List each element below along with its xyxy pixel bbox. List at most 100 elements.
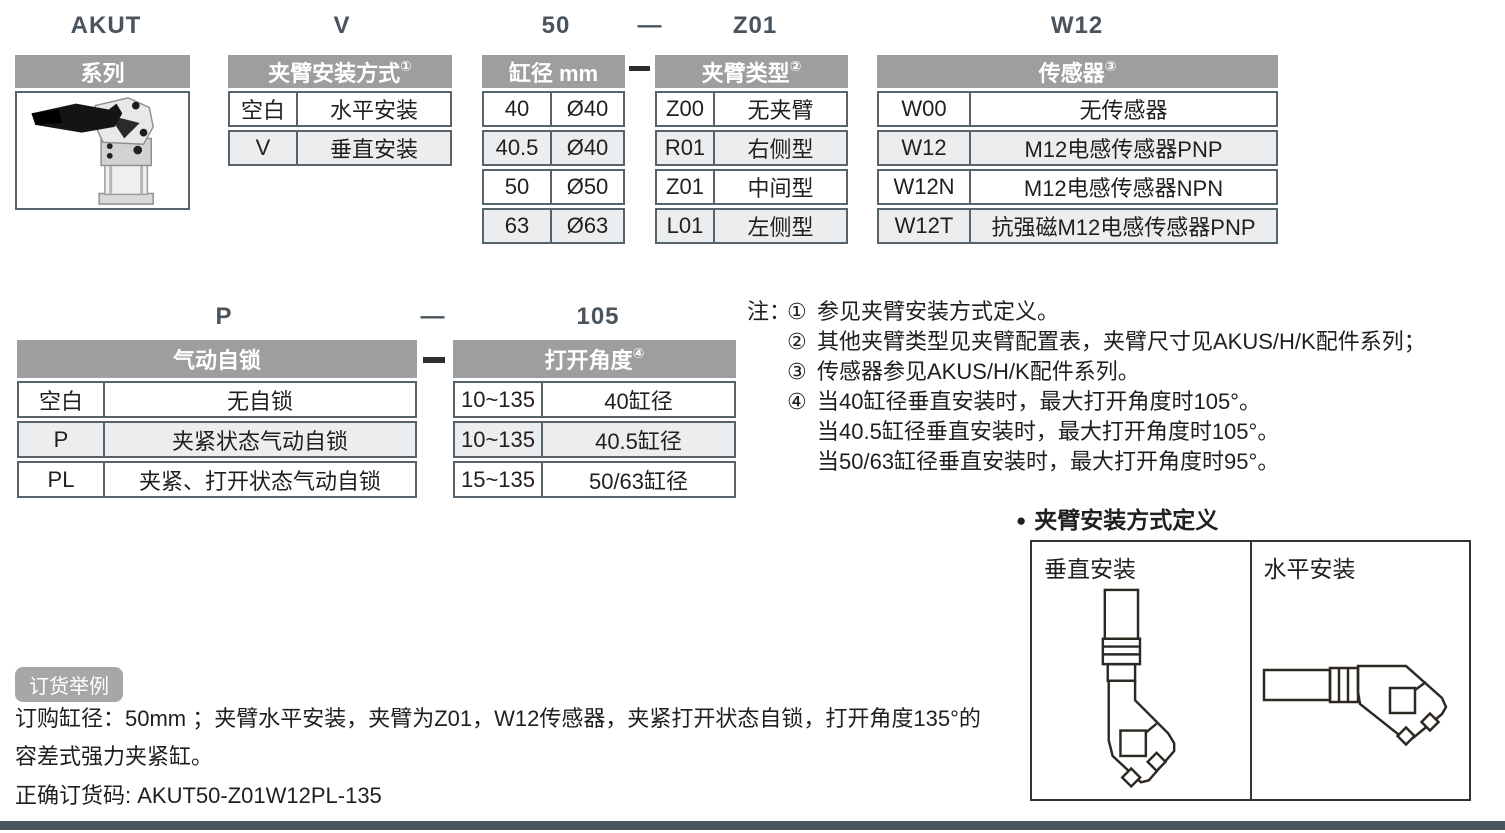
arm-mount-header-sup: ① <box>400 57 412 74</box>
cell-code: PL <box>19 463 105 496</box>
horizontal-mount-cell: 水平安装 <box>1249 542 1470 799</box>
ordering-example-badge: 订货举例 <box>15 667 123 702</box>
code-series: AKUT <box>70 12 142 39</box>
cell-desc: 夹紧、打开状态气动自锁 <box>138 468 381 494</box>
series-product-image-box <box>15 91 190 210</box>
vertical-mount-label: 垂直安装 <box>1044 556 1136 582</box>
cell-desc: 右侧型 <box>747 137 814 162</box>
horizontal-mount-diagram <box>1262 664 1447 747</box>
table-row: 63 Ø63 <box>482 208 625 244</box>
table-row: 空白 无自锁 <box>17 381 417 418</box>
cell-code: W12N <box>879 171 971 203</box>
table-row: W00 无传感器 <box>877 91 1278 127</box>
cell-code: 10~135 <box>455 423 543 456</box>
cell-code: Z00 <box>657 93 715 125</box>
arm-type-header-label: 夹臂类型 <box>701 60 790 86</box>
note-marker: ① <box>787 299 807 324</box>
note-text: 当50/63缸径垂直安装时，最大打开角度时95°。 <box>817 449 1280 474</box>
cell-code: P <box>19 423 105 456</box>
table-row: 40 Ø40 <box>482 91 625 127</box>
cell-code: Z01 <box>657 171 715 203</box>
cell-code: 40 <box>484 93 552 125</box>
clamp-cylinder-photo <box>31 97 154 205</box>
cell-code: V <box>230 132 298 164</box>
ordering-example-line-1: 订购缸径：50mm ；夹臂水平安装，夹臂为Z01，W12传感器，夹紧打开状态自锁… <box>15 706 981 731</box>
bore-table: 缸径 mm 40 Ø40 40.5 Ø40 50 Ø50 63 Ø63 <box>482 55 625 244</box>
table-row: Z01 中间型 <box>655 169 848 205</box>
cell-desc: M12电感传感器PNP <box>1024 137 1223 162</box>
cell-code: W12 <box>879 132 971 164</box>
mount-definition-box: 垂直安装 水平安装 <box>1030 540 1471 801</box>
cell-code: 10~135 <box>455 383 543 416</box>
code-arm-type: Z01 <box>732 12 778 39</box>
note-text: 当40缸径垂直安装时，最大打开角度时105°。 <box>817 389 1261 414</box>
notes-block: 注： ① 参见夹臂安装方式定义。 ② 其他夹臂类型见夹臂配置表，夹臂尺寸见AKU… <box>747 297 1505 477</box>
table-row: 50 Ø50 <box>482 169 625 205</box>
table-row: W12N M12电感传感器NPN <box>877 169 1278 205</box>
note-line: ③ 传感器参见AKUS/H/K配件系列。 <box>747 357 1505 387</box>
angle-header-label: 打开角度 <box>544 348 633 373</box>
order-code-label: 正确订货码: <box>15 783 138 808</box>
code-dash-2: — <box>420 303 446 330</box>
code-mount: V <box>333 12 351 39</box>
bottom-divider-bar <box>0 821 1505 830</box>
cell-code: W12T <box>879 210 971 242</box>
note-line: 当40.5缸径垂直安装时，最大打开角度时105°。 <box>747 417 1505 447</box>
note-marker: ④ <box>787 389 807 414</box>
sensor-header-label: 传感器 <box>1038 60 1105 86</box>
code-dash: — <box>637 12 663 39</box>
cell-desc: 40.5缸径 <box>595 428 682 454</box>
series-table: 系列 <box>15 55 190 210</box>
table-row: 15~135 50/63缸径 <box>453 461 736 498</box>
cell-desc: 40缸径 <box>604 388 673 414</box>
sensor-header-sup: ③ <box>1104 57 1117 74</box>
cell-desc: 无夹臂 <box>747 98 814 123</box>
bore-table-header: 缸径 mm <box>482 55 625 88</box>
note-line: 注： ① 参见夹臂安装方式定义。 <box>747 297 1505 327</box>
selflock-table-header: 气动自锁 <box>17 340 417 378</box>
note-line: ② 其他夹臂类型见夹臂配置表，夹臂尺寸见AKUS/H/K配件系列； <box>747 327 1505 357</box>
ordering-example-line-2: 容差式强力夹紧缸。 <box>15 744 214 769</box>
cell-desc: 左侧型 <box>747 215 814 240</box>
cell-desc: 抗强磁M12电感传感器PNP <box>991 215 1256 240</box>
cell-desc: Ø40 <box>566 96 609 121</box>
cell-code: 空白 <box>230 93 298 125</box>
table-row: Z00 无夹臂 <box>655 91 848 127</box>
code-selflock: P <box>215 303 233 330</box>
table-connector-dash <box>629 66 650 71</box>
cell-desc: Ø63 <box>566 213 609 238</box>
selflock-table: 气动自锁 空白 无自锁 P 夹紧状态气动自锁 PL 夹紧、打开状态气动自锁 <box>17 340 417 498</box>
cell-code: 50 <box>484 171 552 203</box>
cell-desc: 无传感器 <box>1079 98 1168 123</box>
cell-desc: 垂直安装 <box>329 137 418 162</box>
cell-code: 40.5 <box>484 132 552 164</box>
table-connector-dash <box>423 357 445 363</box>
note-text: 其他夹臂类型见夹臂配置表，夹臂尺寸见AKUS/H/K配件系列； <box>817 329 1426 354</box>
cell-desc: Ø50 <box>566 174 609 199</box>
cell-desc: 50/63缸径 <box>588 468 689 494</box>
angle-header-sup: ④ <box>632 345 645 361</box>
cell-code: 63 <box>484 210 552 242</box>
table-row: P 夹紧状态气动自锁 <box>17 421 417 458</box>
vertical-mount-diagram <box>1101 588 1176 789</box>
mount-definition-title: ●夹臂安装方式定义 <box>1016 501 1218 535</box>
note-line: 当50/63缸径垂直安装时，最大打开角度时95°。 <box>747 447 1505 477</box>
series-table-header: 系列 <box>15 55 190 88</box>
mount-definition-title-text: 夹臂安装方式定义 <box>1034 507 1219 533</box>
table-row: 40.5 Ø40 <box>482 130 625 166</box>
cell-desc: Ø40 <box>566 135 609 160</box>
table-row: 空白 水平安装 <box>228 91 452 127</box>
vertical-mount-cell: 垂直安装 <box>1032 542 1250 799</box>
note-marker: ③ <box>787 359 807 384</box>
cell-code: W00 <box>879 93 971 125</box>
table-row: W12T 抗强磁M12电感传感器PNP <box>877 208 1278 244</box>
table-row: L01 左侧型 <box>655 208 848 244</box>
